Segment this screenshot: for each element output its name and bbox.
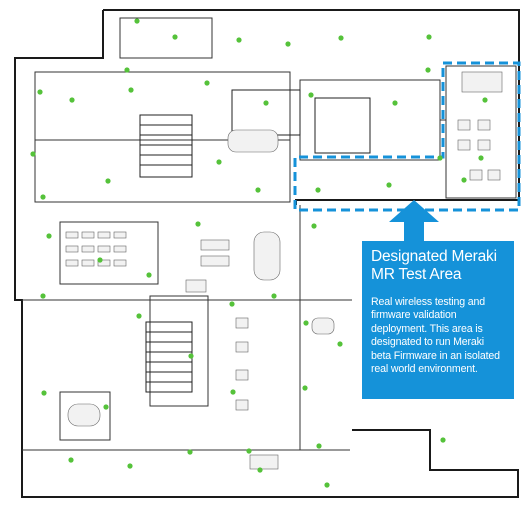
building-core: [139, 89, 371, 393]
callout-body: Real wireless testing and firmware valid…: [371, 296, 500, 376]
test-area-callout: Designated Meraki MR Test Area Real wire…: [362, 241, 514, 399]
arrow-up-icon: [389, 200, 439, 242]
furniture: [65, 71, 503, 470]
test-area-outline: [293, 61, 521, 212]
access-points: [30, 18, 488, 488]
callout-title: Designated Meraki MR Test Area: [371, 248, 497, 283]
